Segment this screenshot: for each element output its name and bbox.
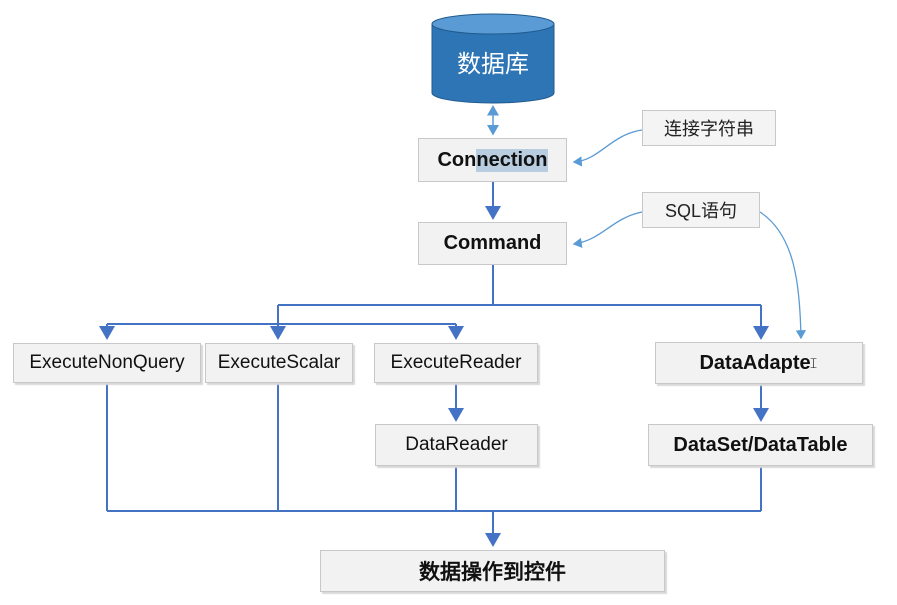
data-reader-label: DataReader: [405, 434, 508, 455]
connection-string-note[interactable]: 连接字符串: [642, 110, 776, 146]
sql-statement-note[interactable]: SQL语句: [642, 192, 760, 228]
execute-scalar-box[interactable]: ExecuteScalar: [205, 343, 353, 383]
database-cylinder: [431, 13, 555, 104]
bind-to-controls-box[interactable]: 数据操作到控件: [320, 550, 665, 592]
data-adapter-label: DataAdapte: [699, 351, 811, 374]
dataset-datatable-label: DataSet/DataTable: [673, 433, 848, 456]
connstring-arrow: [572, 129, 643, 167]
execute-nonquery-box[interactable]: ExecuteNonQuery: [13, 343, 201, 383]
bind-to-controls-label: 数据操作到控件: [419, 561, 566, 584]
connection-string-note-label: 连接字符串: [664, 119, 754, 139]
execute-reader-box[interactable]: ExecuteReader: [374, 343, 538, 383]
command-box[interactable]: Command: [418, 222, 567, 265]
bottom-collector: [106, 383, 762, 547]
sql-to-adapter-arrow: [759, 211, 807, 340]
execute-scalar-label: ExecuteScalar: [217, 352, 341, 373]
text-cursor-icon: 𝙸: [808, 354, 819, 371]
execute-nonquery-label: ExecuteNonQuery: [29, 352, 185, 373]
sql-arrow: [572, 211, 643, 249]
execute-reader-label: ExecuteReader: [390, 352, 522, 373]
connection-label-prefix: Con: [437, 148, 477, 171]
connection-label-highlight: nection: [476, 148, 548, 172]
database-label: 数据库: [457, 51, 529, 78]
sql-statement-note-label: SQL语句: [664, 201, 738, 221]
command-fanout: [99, 265, 769, 340]
command-label: Command: [443, 232, 542, 254]
data-reader-box[interactable]: DataReader: [375, 424, 538, 466]
dataset-datatable-box[interactable]: DataSet/DataTable: [648, 424, 873, 466]
